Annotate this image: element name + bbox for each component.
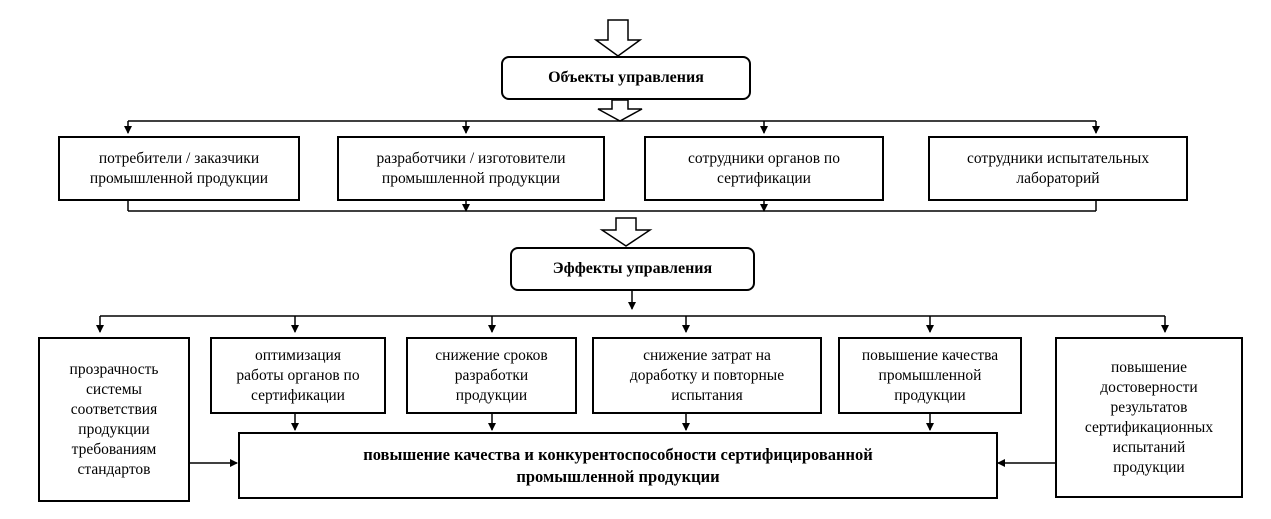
objects-block-arrow — [597, 99, 643, 122]
object-box-lab-staff: сотрудники испытательных лабораторий — [928, 136, 1188, 201]
effect-box-quality: повышение качества промышленной продукци… — [838, 337, 1022, 414]
object-label-line: потребители / заказчики — [98, 149, 260, 167]
effect-label-line: продукции — [78, 420, 150, 438]
effect-label-line: испытаний — [1112, 438, 1186, 456]
object-label-line: сертификации — [717, 169, 811, 187]
object-box-certification-staff: сотрудники органов по сертификации — [644, 136, 884, 201]
object-label-line: сотрудники органов по — [688, 149, 840, 167]
object-label-line: разработчики / изготовители — [376, 149, 566, 167]
effect-label-line: испытания — [671, 386, 743, 404]
effect-label-line: доработку и повторные — [629, 366, 785, 384]
effect-label-line: оптимизация — [255, 346, 341, 364]
effect-label-line: промышленной — [878, 366, 982, 384]
effect-label-line: снижение сроков — [435, 346, 548, 364]
object-box-developers: разработчики / изготовители промышленной … — [337, 136, 605, 201]
effect-label-line: требованиям — [71, 440, 157, 458]
input-block-arrow — [593, 19, 643, 57]
effect-label-line: сертификационных — [1084, 418, 1214, 436]
effect-box-cost-reduction: снижение затрат на доработку и повторные… — [592, 337, 822, 414]
effects-title-box: Эффекты управления — [510, 247, 755, 291]
effect-label-line: разработки — [454, 366, 529, 384]
effect-label-line: сертификации — [251, 386, 345, 404]
effects-title: Эффекты управления — [552, 260, 713, 277]
effect-label-line: продукции — [1113, 458, 1185, 476]
objects-title-box: Объекты управления — [501, 56, 751, 100]
effect-label-line: снижение затрат на — [643, 346, 771, 364]
object-label-line: промышленной продукции — [89, 169, 269, 187]
effect-box-optimization: оптимизация работы органов по сертификац… — [210, 337, 386, 414]
effect-label-line: стандартов — [77, 460, 151, 478]
effect-label-line: достоверности — [1100, 378, 1198, 396]
result-label-line: промышленной продукции — [516, 466, 720, 486]
effect-box-dev-time: снижение сроков разработки продукции — [406, 337, 577, 414]
object-label-line: лабораторий — [1016, 169, 1100, 187]
result-label-line: повышение качества и конкурентоспособнос… — [363, 444, 873, 464]
result-box: повышение качества и конкурентоспособнос… — [238, 432, 998, 499]
object-label-line: промышленной продукции — [381, 169, 561, 187]
effect-label-line: системы — [86, 380, 142, 398]
object-box-consumers: потребители / заказчики промышленной прод… — [58, 136, 300, 201]
effect-label-line: продукции — [455, 386, 528, 404]
objects-title: Объекты управления — [548, 69, 704, 86]
effect-box-transparency: прозрачность системы соответствия продук… — [38, 337, 190, 502]
effect-label-line: соответствия — [70, 400, 158, 418]
effect-label-line: повышение — [1110, 358, 1188, 376]
object-label-line: сотрудники испытательных — [966, 149, 1150, 167]
effect-label-line: продукции — [894, 386, 966, 404]
effect-label-line: работы органов по — [236, 366, 360, 384]
effect-label-line: прозрачность — [69, 360, 159, 378]
effect-label-line: результатов — [1110, 398, 1188, 416]
effect-box-reliability: повышение достоверности результатов серт… — [1055, 337, 1243, 498]
effect-label-line: повышение качества — [861, 346, 999, 364]
effects-block-arrow — [599, 217, 653, 247]
